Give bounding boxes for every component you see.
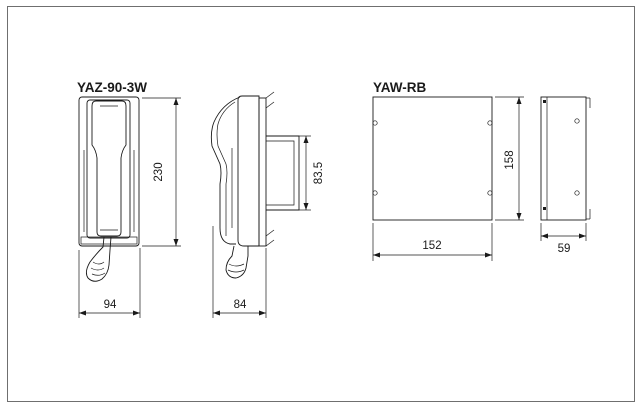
yaz-width-label: 94 <box>104 299 117 311</box>
model-label-yaw: YAW-RB <box>373 80 426 95</box>
yaz-depth-dimension: 84 <box>212 226 267 318</box>
yaw-depth-dimension: 59 <box>540 223 587 255</box>
yaw-side-box <box>540 96 587 221</box>
yaz-front-body <box>78 96 140 247</box>
yaw-height-dimension: 158 <box>495 96 524 221</box>
yaw-depth-label: 59 <box>558 243 571 255</box>
yaz-height-label: 230 <box>153 162 165 181</box>
yaz-handset-cradle <box>86 99 131 239</box>
yaz-side-view <box>210 91 300 279</box>
yaz-width-dimension: 94 <box>78 248 141 318</box>
yaz-coiled-cord <box>85 236 112 282</box>
yaw-width-label: 152 <box>422 240 441 252</box>
yaz-bracket-label: 83.5 <box>313 162 325 184</box>
model-label-yaz: YAZ-90-3W <box>77 80 147 95</box>
yaw-height-label: 158 <box>504 150 516 169</box>
yaw-side-view <box>540 96 591 221</box>
yaw-front-view <box>372 96 493 221</box>
yaz-front-view <box>78 96 140 282</box>
yaz-front-ledge <box>80 236 138 245</box>
yaz-side-backplate <box>258 97 267 247</box>
yaz-bracket-dimension: 83.5 <box>299 135 325 211</box>
yaz-depth-label: 84 <box>234 299 247 311</box>
yaz-height-dimension: 230 <box>142 97 181 247</box>
yaz-side-handset <box>210 96 241 245</box>
drawing-frame <box>7 6 635 402</box>
yaz-side-bracket <box>266 135 300 211</box>
yaz-side-body <box>237 95 260 247</box>
yaz-side-cord <box>225 245 249 279</box>
yaw-front-box <box>372 96 493 221</box>
yaz-handset <box>91 100 127 237</box>
yaw-width-dimension: 152 <box>372 223 493 261</box>
